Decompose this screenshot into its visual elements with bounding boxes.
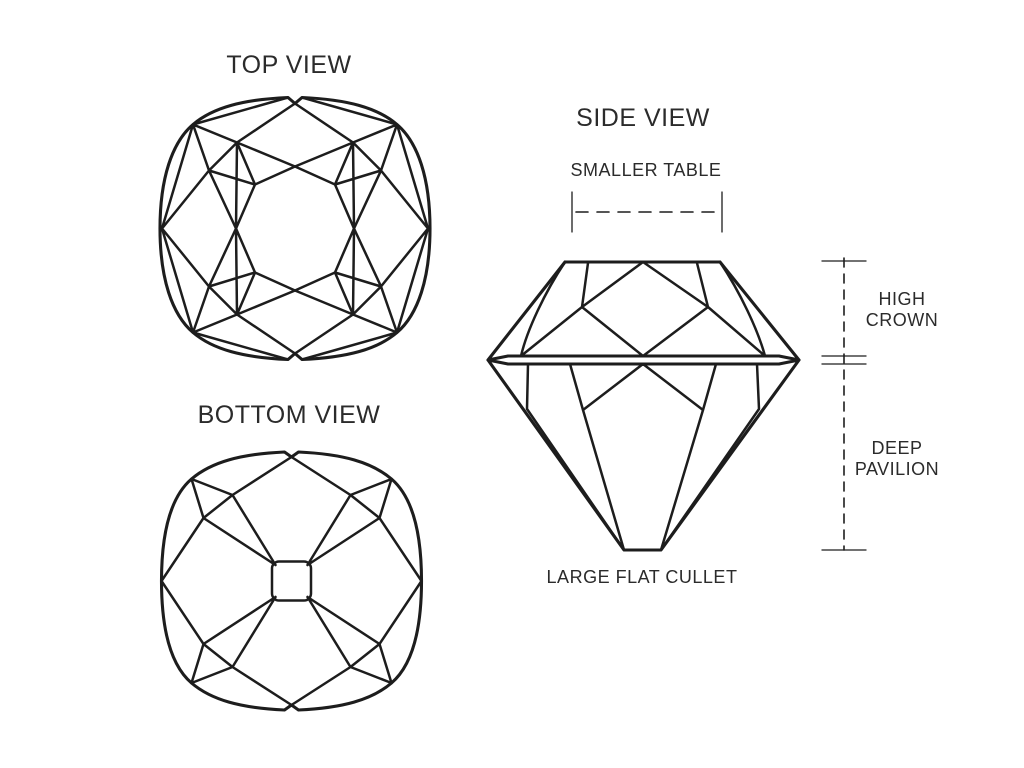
- deep-pavilion-label: DEEP PAVILION: [854, 438, 940, 479]
- culet-facet: [270, 560, 313, 602]
- measure-tick-marks: [571, 191, 867, 551]
- side-view-gem: [486, 260, 801, 552]
- crown-facets: [519, 260, 767, 358]
- side-view-title: SIDE VIEW: [576, 104, 710, 132]
- bottom-view-gem: [159, 450, 424, 712]
- pavilion-facets: [525, 362, 761, 552]
- bottom-view-girdle-outline: [159, 450, 424, 712]
- top-view-title: TOP VIEW: [226, 51, 352, 79]
- smaller-table-label: SMALLER TABLE: [570, 160, 722, 180]
- top-view-gem: [158, 95, 432, 362]
- large-flat-cullet-label: LARGE FLAT CULLET: [546, 567, 738, 587]
- bottom-view-facets-quadrant: [290, 455, 423, 583]
- top-view-facets-quadrant: [293, 96, 430, 230]
- side-view-outline: [486, 260, 801, 552]
- bottom-view-title: BOTTOM VIEW: [197, 401, 381, 429]
- measure-annotations: [571, 191, 867, 551]
- top-view-girdle-outline: [158, 95, 432, 362]
- high-crown-label: HIGH CROWN: [865, 289, 939, 330]
